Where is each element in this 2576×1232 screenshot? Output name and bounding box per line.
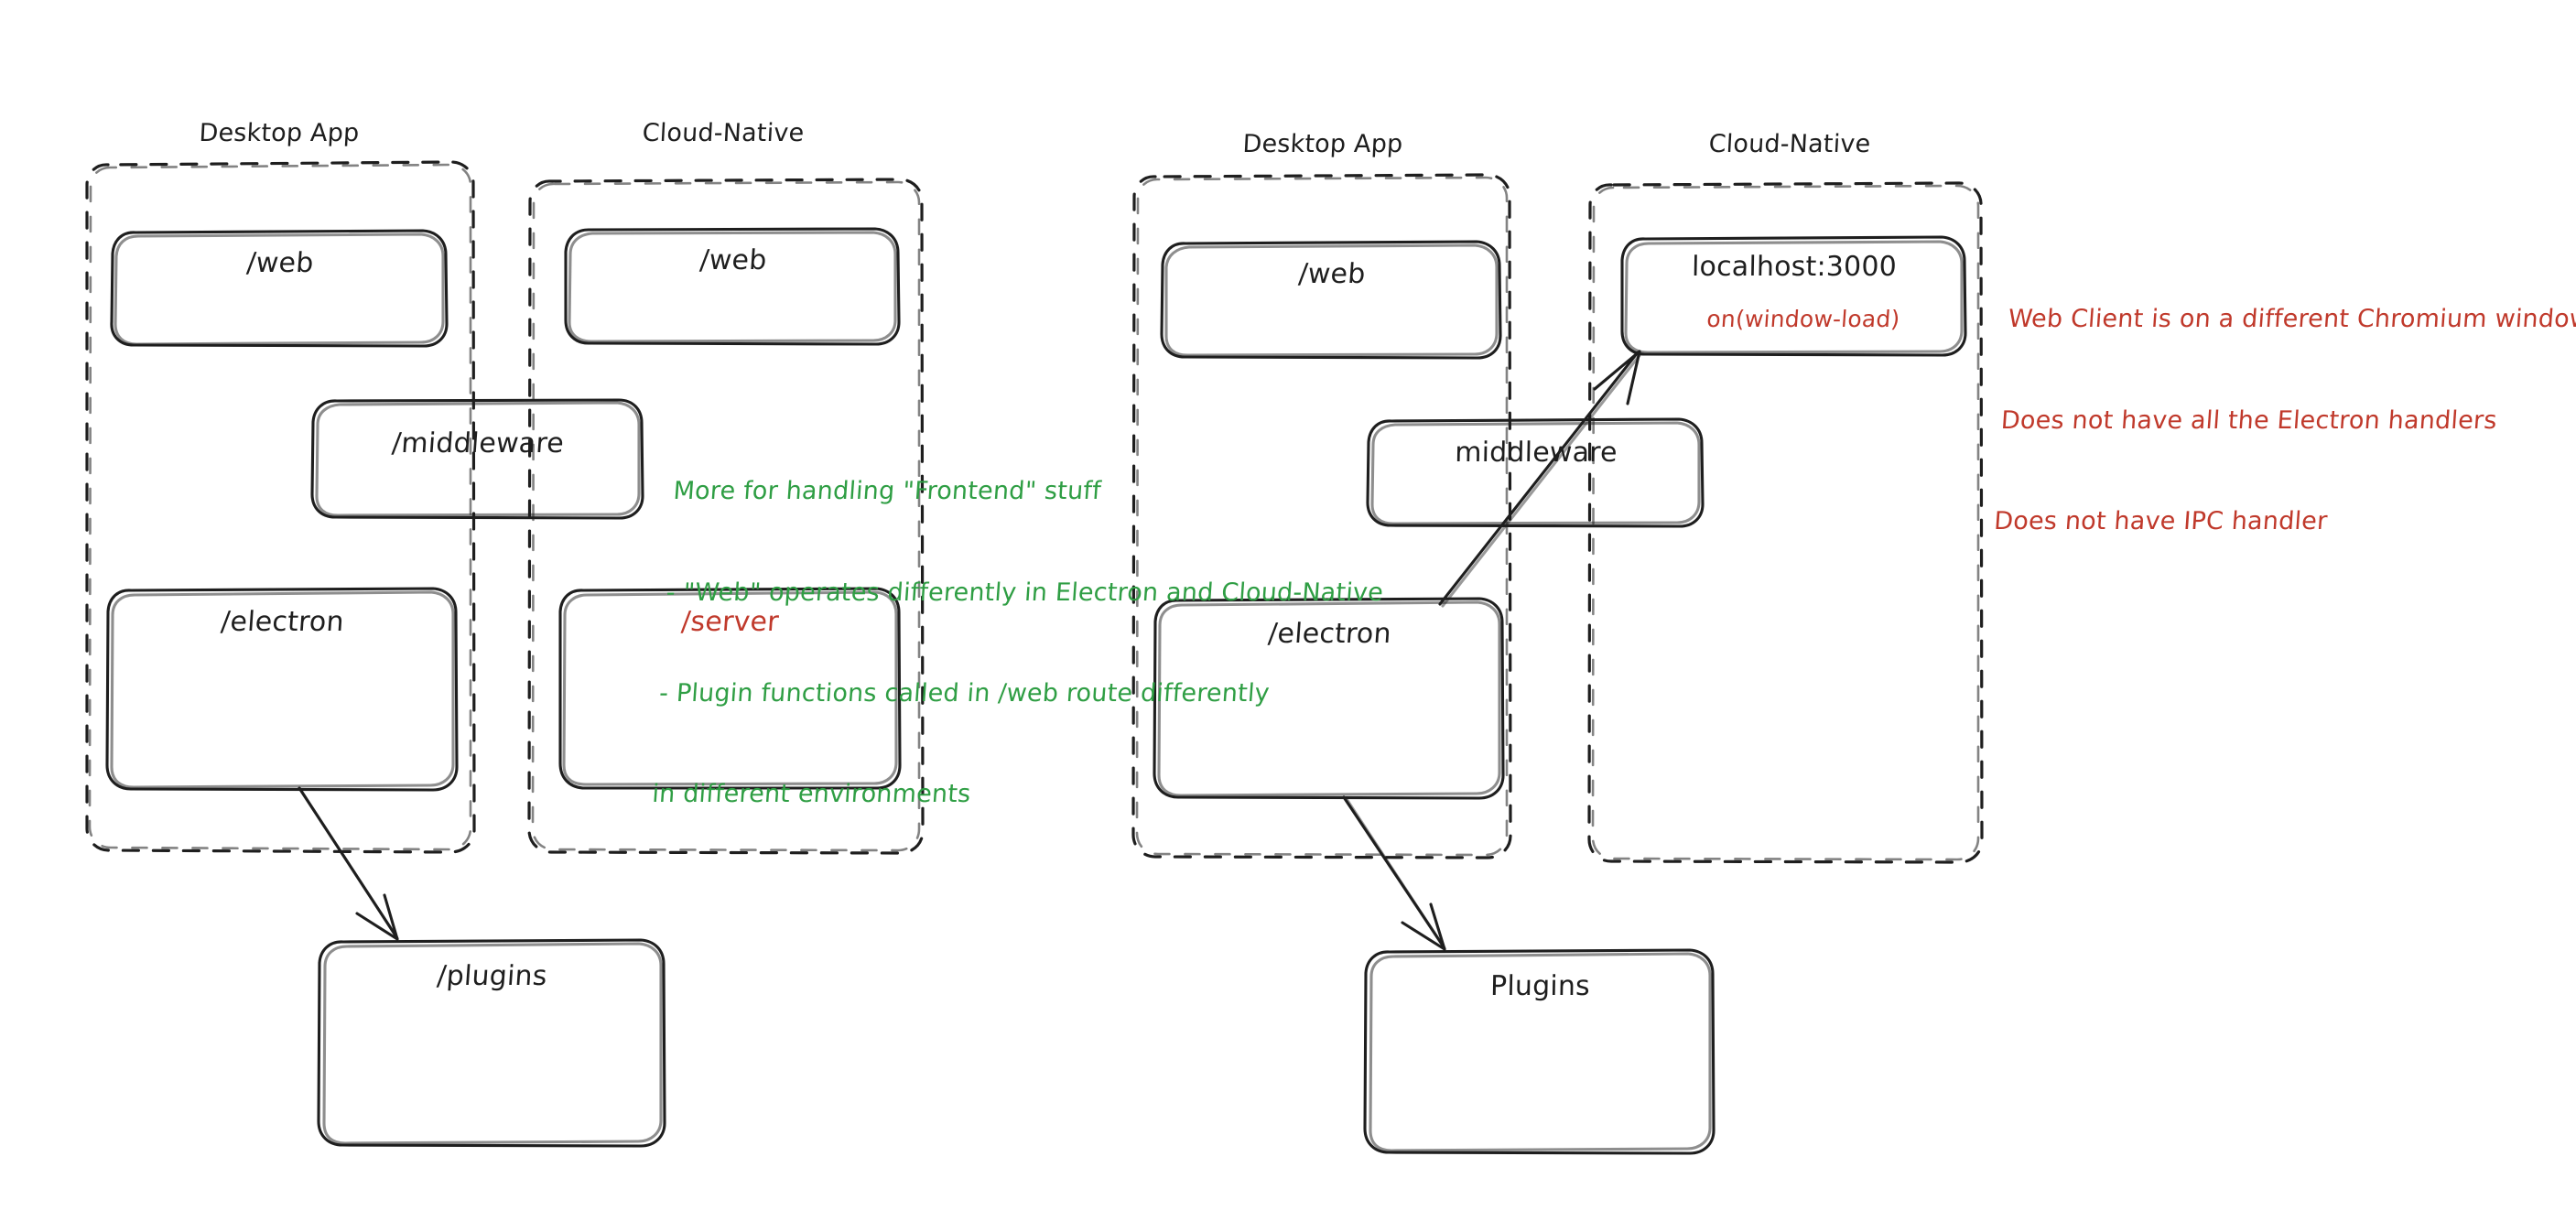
- group-outline-right-cloud-native: [1587, 181, 1984, 864]
- group-outline-right-desktop-app-2: [1135, 176, 1509, 857]
- box-left-middleware: [310, 398, 644, 520]
- box-left-server: [558, 587, 902, 790]
- arrow-right-electron-to-localhost: [1438, 350, 1642, 608]
- arrow-right-electron-to-plugins: [1342, 795, 1446, 951]
- annotation-red: Web Client is on a different Chromium wi…: [1988, 236, 2576, 606]
- box-right-plugins: [1363, 948, 1716, 1155]
- box-right-middleware: [1366, 417, 1705, 528]
- box-label-right-web: /web: [1297, 258, 1367, 290]
- annotation-green-line-1: More for handling "Frontend" stuff: [672, 477, 1102, 506]
- box-left-web-desktop: [110, 229, 449, 348]
- box-right-electron: [1153, 597, 1505, 800]
- box-label-left-web-desktop: /web: [245, 247, 315, 279]
- annotation-red-line-1: Web Client is on a different Chromium wi…: [2007, 305, 2576, 334]
- annotation-red-line-2: Does not have all the Electron handlers: [1999, 405, 2498, 435]
- box-label-left-web-cloud: /web: [698, 244, 768, 276]
- group-label-left-desktop-app: Desktop App: [198, 119, 361, 147]
- annotation-green-line-2: - "Web" operates differently in Electron…: [665, 578, 1385, 607]
- arrow-left-electron-to-plugins: [298, 786, 399, 941]
- group-outline-right-desktop-app: [1131, 173, 1512, 859]
- box-label-left-plugins: /plugins: [436, 960, 548, 992]
- box-right-localhost: [1620, 235, 1967, 357]
- group-outline-left-cloud-native: [527, 178, 925, 855]
- box-left-web-cloud: [564, 227, 901, 346]
- box-sublabel-right-localhost-on-window-load: on(window-load): [1705, 306, 1901, 332]
- box-label-right-plugins: Plugins: [1489, 970, 1591, 1002]
- group-outline-left-cloud-native-2: [531, 180, 921, 852]
- group-label-right-cloud-native: Cloud-Native: [1707, 130, 1872, 158]
- box-left-electron: [105, 587, 459, 792]
- group-outline-left-desktop-app-2: [88, 163, 472, 851]
- box-label-right-electron: /electron: [1267, 618, 1392, 650]
- annotation-green-line-4: in different environments: [651, 779, 972, 808]
- group-label-left-cloud-native: Cloud-Native: [641, 119, 806, 147]
- group-outline-right-cloud-native-2: [1591, 184, 1980, 861]
- group-label-right-desktop-app: Desktop App: [1241, 130, 1404, 158]
- annotation-green-line-3: - Plugin functions called in /web route …: [658, 678, 1271, 708]
- box-left-plugins: [317, 938, 666, 1148]
- box-right-web: [1160, 240, 1502, 360]
- annotation-red-line-3: Does not have IPC handler: [1993, 506, 2329, 535]
- box-label-right-localhost: localhost:3000: [1691, 251, 1898, 283]
- box-label-left-electron: /electron: [220, 606, 345, 638]
- box-label-left-middleware: /middleware: [390, 427, 566, 459]
- box-label-right-middleware: middleware: [1454, 437, 1618, 469]
